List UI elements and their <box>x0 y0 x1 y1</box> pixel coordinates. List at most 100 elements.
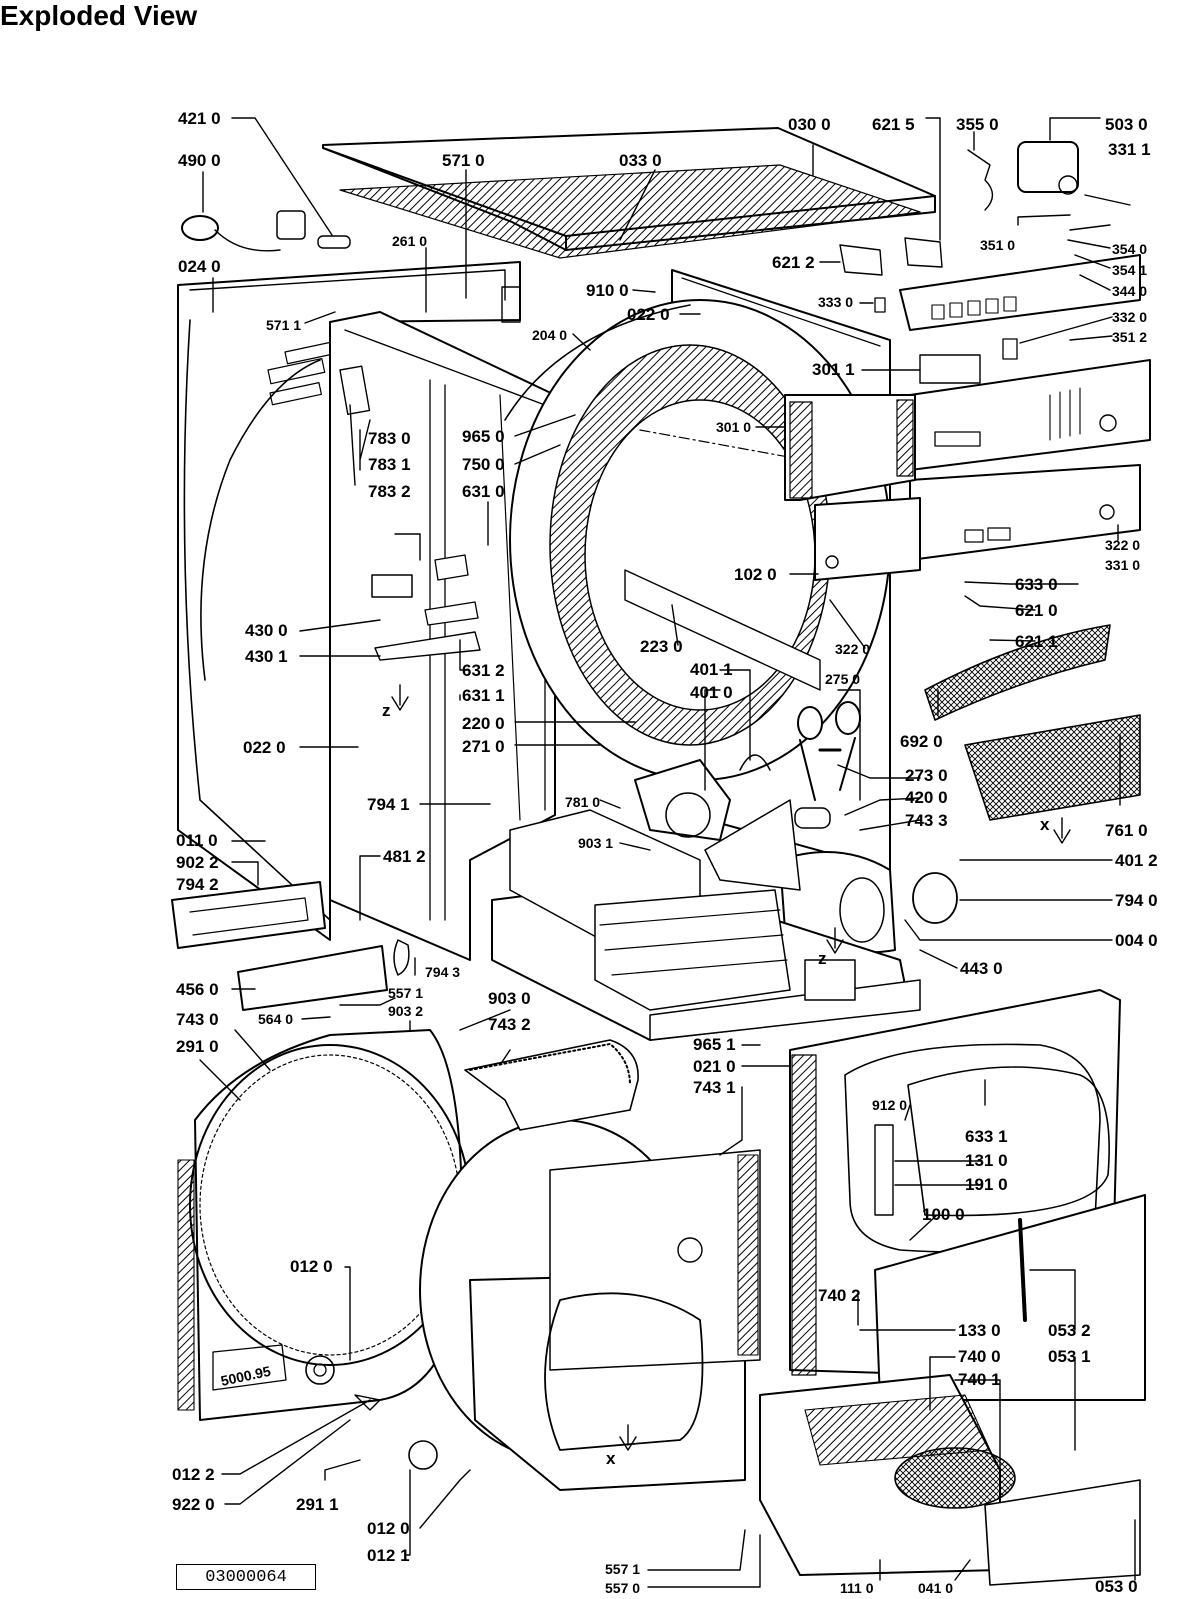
callout-331-1: 331 1 <box>1108 140 1151 159</box>
callout-012-0-mid: 012 0 <box>290 1257 333 1276</box>
callout-571-0: 571 0 <box>442 151 485 170</box>
callout-322-0-right: 322 0 <box>1105 537 1140 553</box>
callout-743-3: 743 3 <box>905 811 948 830</box>
callout-783-0: 783 0 <box>368 429 411 448</box>
callout-033-0: 033 0 <box>619 151 662 170</box>
callout-922-0: 922 0 <box>172 1495 215 1514</box>
callout-430-1: 430 1 <box>245 647 288 666</box>
callout-903-1: 903 1 <box>578 835 613 851</box>
callout-633-0: 633 0 <box>1015 575 1058 594</box>
callout-301-0: 301 0 <box>716 419 751 435</box>
callout-332-0: 332 0 <box>1112 309 1147 325</box>
marker-z-mid: z <box>818 949 827 968</box>
callout-333-0: 333 0 <box>818 294 853 310</box>
marker-x-right: x <box>1040 815 1050 834</box>
leader-lines <box>199 117 1136 1588</box>
callout-557-0: 557 0 <box>605 1580 640 1596</box>
callout-011-0: 011 0 <box>176 831 218 850</box>
callout-053-0: 053 0 <box>1095 1577 1138 1596</box>
callout-631-2: 631 2 <box>462 661 505 680</box>
callout-750-0: 750 0 <box>462 455 505 474</box>
callout-401-1: 401 1 <box>690 660 733 679</box>
callout-275-0: 275 0 <box>825 671 860 687</box>
callout-053-2: 053 2 <box>1048 1321 1091 1340</box>
callout-490-0: 490 0 <box>178 151 221 170</box>
callout-021-0: 021 0 <box>693 1057 736 1076</box>
callout-053-1: 053 1 <box>1048 1347 1091 1366</box>
condensate-tray <box>464 1039 639 1131</box>
page-title: Exploded View <box>0 0 198 31</box>
callout-421-0: 421 0 <box>178 109 221 128</box>
callout-692-0: 692 0 <box>900 732 943 751</box>
callout-301-1: 301 1 <box>812 360 855 379</box>
callout-220-0: 220 0 <box>462 714 505 733</box>
callout-503-0: 503 0 <box>1105 115 1148 134</box>
panel-bracket <box>784 394 921 581</box>
callout-903-0: 903 0 <box>488 989 531 1008</box>
callout-012-0-bottom: 012 0 <box>367 1519 410 1538</box>
callout-740-1: 740 1 <box>958 1370 1001 1389</box>
callout-012-2: 012 2 <box>172 1465 215 1484</box>
callout-420-0: 420 0 <box>905 788 948 807</box>
upper-left-components <box>181 210 351 252</box>
callout-331-0: 331 0 <box>1105 557 1140 573</box>
callout-781-0: 781 0 <box>565 794 600 810</box>
callout-965-0: 965 0 <box>462 427 505 446</box>
callout-740-2: 740 2 <box>818 1286 861 1305</box>
callout-354-1: 354 1 <box>1112 262 1147 278</box>
callout-783-1: 783 1 <box>368 455 411 474</box>
callout-621-0: 621 0 <box>1015 601 1058 620</box>
callout-351-0: 351 0 <box>980 237 1015 253</box>
callout-443-0: 443 0 <box>960 959 1003 978</box>
direction-arrows <box>354 684 1071 1451</box>
marker-x-bottom: x <box>606 1449 616 1468</box>
callout-633-1: 633 1 <box>965 1127 1008 1146</box>
callout-794-2: 794 2 <box>176 875 219 894</box>
callout-456-0: 456 0 <box>176 980 219 999</box>
door <box>874 1194 1146 1401</box>
callout-564-0: 564 0 <box>258 1011 293 1027</box>
callout-761-0: 761 0 <box>1105 821 1148 840</box>
callout-291-1: 291 1 <box>296 1495 339 1514</box>
callout-621-2: 621 2 <box>772 253 815 272</box>
callout-910-0: 910 0 <box>586 281 629 300</box>
callout-557-1-bottom: 557 1 <box>605 1561 640 1577</box>
callout-965-1: 965 1 <box>693 1035 736 1054</box>
motor <box>634 754 831 841</box>
callout-261-0: 261 0 <box>392 233 427 249</box>
callout-740-0: 740 0 <box>958 1347 1001 1366</box>
callout-351-2: 351 2 <box>1112 329 1147 345</box>
callout-401-2: 401 2 <box>1115 851 1158 870</box>
callout-271-0: 271 0 <box>462 737 505 756</box>
callout-794-1: 794 1 <box>367 795 410 814</box>
callout-100-0: 100 0 <box>922 1205 965 1224</box>
callout-354-0: 354 0 <box>1112 241 1147 257</box>
callout-903-2: 903 2 <box>388 1003 423 1019</box>
callout-902-2: 902 2 <box>176 853 219 872</box>
callout-430-0: 430 0 <box>245 621 288 640</box>
callout-401-0: 401 0 <box>690 683 733 702</box>
callout-030-0: 030 0 <box>788 115 831 134</box>
callout-204-0: 204 0 <box>532 327 567 343</box>
upper-right-components <box>839 141 1141 384</box>
callout-743-1: 743 1 <box>693 1078 736 1097</box>
rear-bearing-shield <box>177 1029 471 1421</box>
callout-labels: 421 0 490 0 024 0 571 0 033 0 030 0 621 … <box>172 109 1158 1596</box>
callout-631-1: 631 1 <box>462 686 505 705</box>
callout-273-0: 273 0 <box>905 766 948 785</box>
callout-111-0: 111 0 <box>840 1580 874 1596</box>
callout-794-3: 794 3 <box>425 964 460 980</box>
front-bearing-shield <box>408 1119 761 1491</box>
callout-344-0: 344 0 <box>1112 283 1147 299</box>
callout-322-0-mid: 322 0 <box>835 641 870 657</box>
callout-022-0-top: 022 0 <box>627 305 670 324</box>
callout-004-0: 004 0 <box>1115 931 1158 950</box>
callout-912-0: 912 0 <box>872 1097 907 1113</box>
callout-783-2: 783 2 <box>368 482 411 501</box>
callout-481-2: 481 2 <box>383 847 426 866</box>
callout-794-0: 794 0 <box>1115 891 1158 910</box>
callout-631-0: 631 0 <box>462 482 505 501</box>
callout-012-1: 012 1 <box>367 1546 410 1565</box>
callout-621-1: 621 1 <box>1015 632 1058 651</box>
